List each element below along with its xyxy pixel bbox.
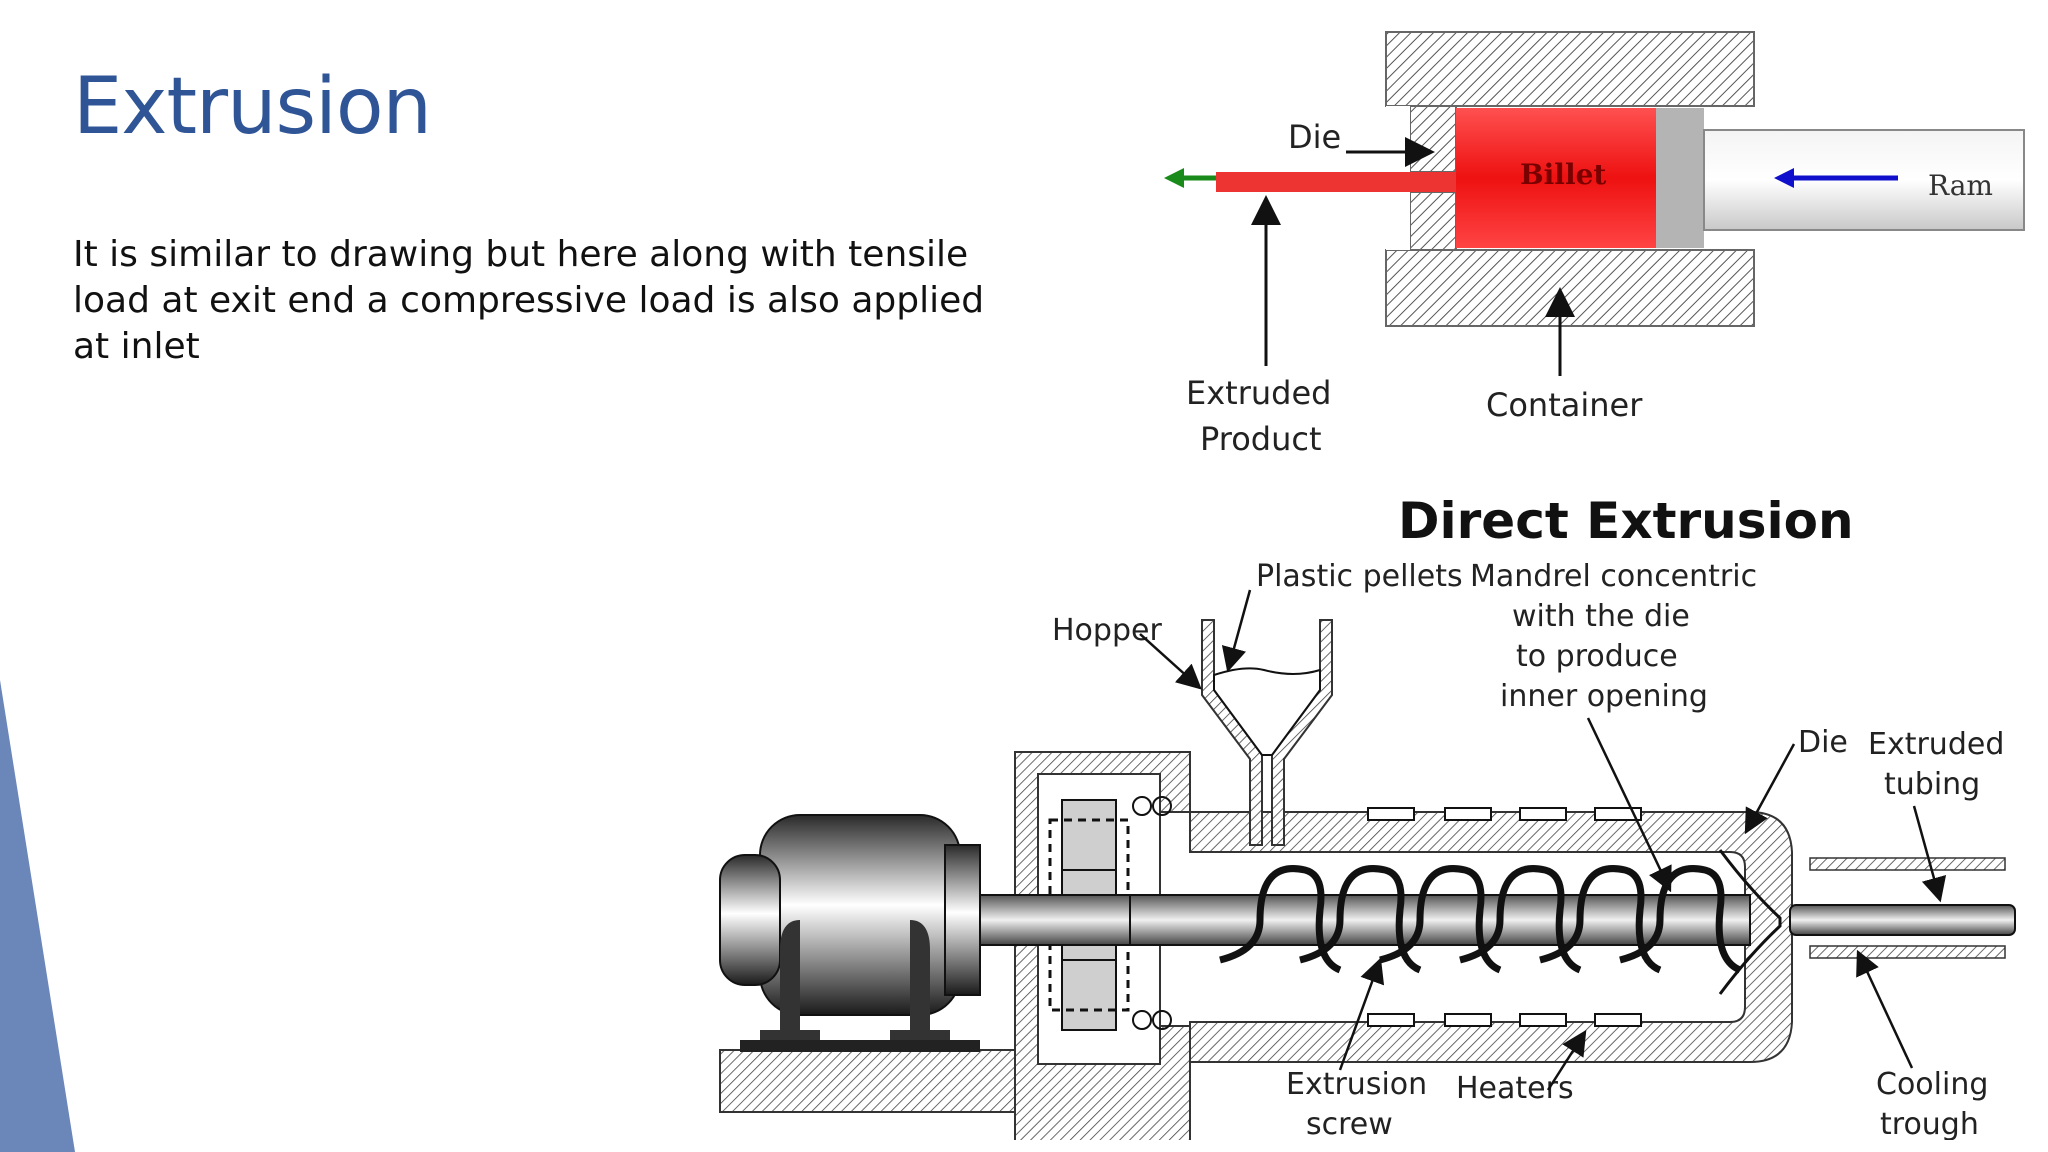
direct-extrusion-caption: Direct Extrusion — [1398, 492, 1854, 550]
extruded-product-label-1: Extruded — [1186, 374, 1331, 412]
die-label: Die — [1288, 118, 1341, 156]
billet-label: Billet — [1520, 158, 1606, 191]
screw-extruder-diagram: Hopper Plastic pellets Mandrel concentri… — [719, 559, 2016, 1140]
motor — [719, 814, 981, 1052]
heaters-label: Heaters — [1456, 1071, 1574, 1106]
cooling-trough-top — [1809, 857, 2006, 871]
mandrel-label-1: Mandrel concentric — [1470, 559, 1757, 594]
slide-title: Extrusion — [73, 62, 432, 152]
ram-rod — [1703, 129, 2025, 231]
billet — [1456, 108, 1656, 248]
die-label-bottom: Die — [1798, 725, 1848, 760]
mandrel-label-2: with the die — [1512, 599, 1690, 634]
extruded-tubing — [1789, 904, 2016, 936]
hopper — [1201, 619, 1333, 846]
heaters — [1367, 807, 1642, 1027]
die-block-bottom — [1409, 191, 1457, 251]
extruded-product — [1216, 172, 1456, 192]
slide-body-text: It is similar to drawing but here along … — [73, 234, 985, 367]
extruded-product-label-2: Product — [1200, 420, 1322, 458]
screw-label-1: Extrusion — [1286, 1067, 1427, 1102]
container-label: Container — [1486, 386, 1643, 424]
direct-extrusion-diagram: Billet Ram Die Extruded Product Containe… — [1164, 31, 2025, 458]
mandrel-label-3: to produce — [1516, 639, 1678, 674]
plastic-pellets — [1213, 667, 1321, 756]
pellets-label: Plastic pellets — [1256, 559, 1463, 594]
drive-shaft — [979, 894, 1141, 946]
slide-accent-bar — [0, 680, 75, 1152]
screw-label-2: screw — [1306, 1107, 1393, 1140]
die-block-top — [1409, 105, 1457, 173]
container-bottom — [1385, 249, 1755, 327]
mandrel-label-4: inner opening — [1500, 679, 1708, 714]
hopper-label: Hopper — [1052, 613, 1162, 648]
container-top — [1385, 31, 1755, 107]
cooling-label-1: Cooling — [1876, 1067, 1988, 1102]
cooling-trough-bottom — [1809, 945, 2006, 959]
extrusion-screw-shaft — [1129, 894, 1751, 946]
die — [1718, 849, 1782, 995]
tubing-label-2: tubing — [1884, 767, 1980, 802]
tubing-label-1: Extruded — [1868, 727, 2004, 762]
ram-label: Ram — [1928, 169, 1993, 202]
cooling-label-2: trough — [1880, 1107, 1979, 1140]
ram-head — [1656, 108, 1704, 248]
screw-flights — [1219, 865, 1742, 974]
